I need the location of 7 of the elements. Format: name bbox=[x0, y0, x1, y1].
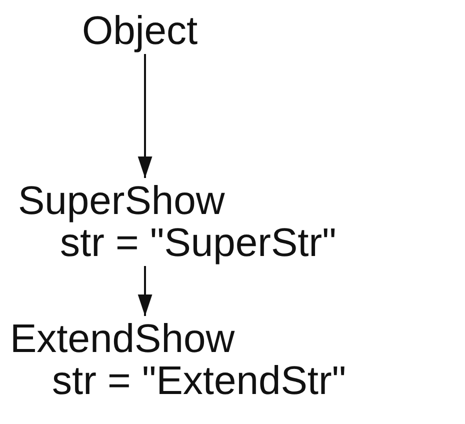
field-text: str = "ExtendStr" bbox=[52, 360, 346, 402]
class-name: ExtendShow bbox=[10, 318, 235, 360]
class-name: SuperShow bbox=[18, 180, 225, 222]
arrow bbox=[138, 54, 152, 178]
field-text: str = "SuperStr" bbox=[60, 222, 336, 264]
class-name: Object bbox=[82, 10, 198, 52]
arrow bbox=[138, 266, 152, 316]
